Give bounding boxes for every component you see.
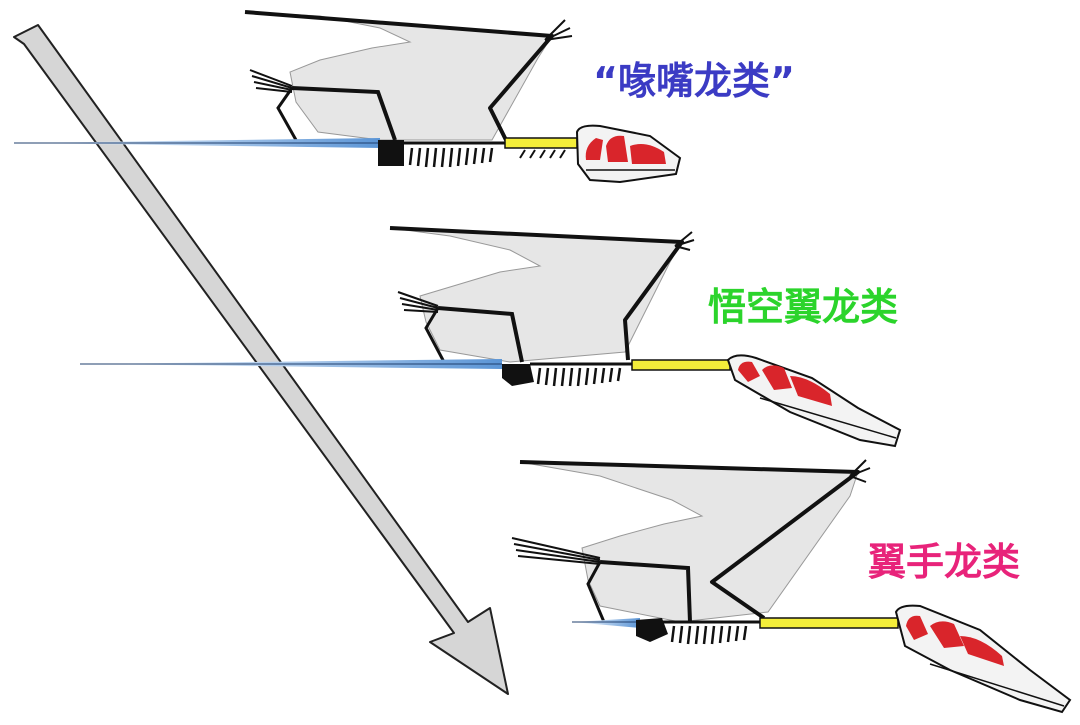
wing-membrane [519, 461, 859, 623]
ribs [536, 367, 622, 387]
neck [759, 617, 899, 629]
hand-claws [397, 291, 439, 313]
wing-membrane [389, 227, 683, 363]
fore-arm [437, 306, 524, 363]
wingtip-claws [674, 231, 695, 251]
wingtip-claws [849, 459, 871, 483]
wukongopterid-figure [80, 226, 902, 448]
wingtip-claws [544, 19, 573, 41]
label-pterodactyloids: 翼手龙类 [868, 540, 1021, 584]
label-wukongopterids: 悟空翼龙类 [708, 285, 899, 329]
fore-arm [291, 86, 397, 141]
hind-leg [586, 561, 606, 623]
wing-bones [244, 10, 554, 141]
ribs [670, 625, 748, 645]
hand-claws [249, 69, 293, 93]
fore-arm [599, 560, 692, 623]
tail [572, 618, 640, 628]
ribs [408, 147, 494, 168]
pelvis [636, 618, 668, 642]
rhamphorhynchoid-figure [14, 10, 682, 184]
wing-bones [519, 460, 860, 620]
skull [575, 124, 682, 184]
hand-claws [511, 537, 601, 565]
evolution-trend-arrow [13, 24, 509, 695]
hind-leg [276, 87, 298, 141]
neck [504, 137, 578, 149]
pelvis [378, 140, 404, 166]
pterodactyloid-figure [511, 459, 1072, 714]
neck [631, 359, 731, 371]
pelvis [502, 364, 534, 386]
label-rhamphorhynchoids: “喙嘴龙类” [593, 59, 795, 103]
wing-bones [389, 226, 684, 361]
hind-leg [424, 307, 446, 363]
